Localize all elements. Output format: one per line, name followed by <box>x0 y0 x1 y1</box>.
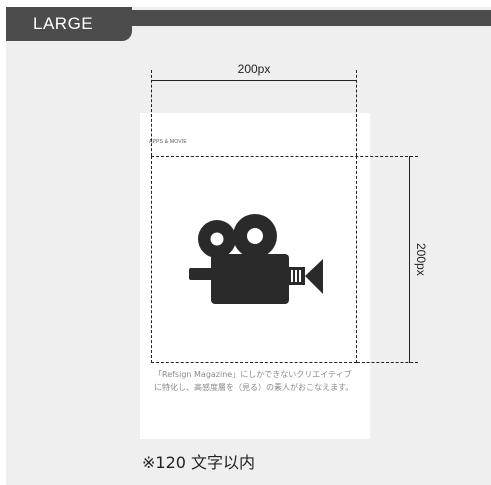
width-dimension-line <box>151 80 357 81</box>
tab-large: LARGE <box>6 7 132 41</box>
image-area-top-edge <box>151 156 418 157</box>
image-area-bottom-extension <box>357 362 418 363</box>
movie-camera-icon <box>189 214 323 304</box>
card-category-tag: APPS & MOVIE <box>149 139 187 145</box>
content-card: APPS & MOVIE 「Refsign Magazine」にしかできないクリ… <box>140 113 370 439</box>
dimension-extension-right <box>356 70 357 156</box>
tab-label: LARGE <box>33 14 94 33</box>
height-dimension-label: 200px <box>414 243 428 276</box>
card-description: 「Refsign Magazine」にしかできないクリエイティブに特化し、高感度… <box>154 370 354 392</box>
image-area-guide <box>151 156 357 363</box>
height-dimension-line <box>409 156 410 363</box>
dimension-extension-left <box>151 70 152 156</box>
character-limit-note: ※120 文字以内 <box>142 453 256 472</box>
width-dimension-label: 200px <box>237 62 271 76</box>
